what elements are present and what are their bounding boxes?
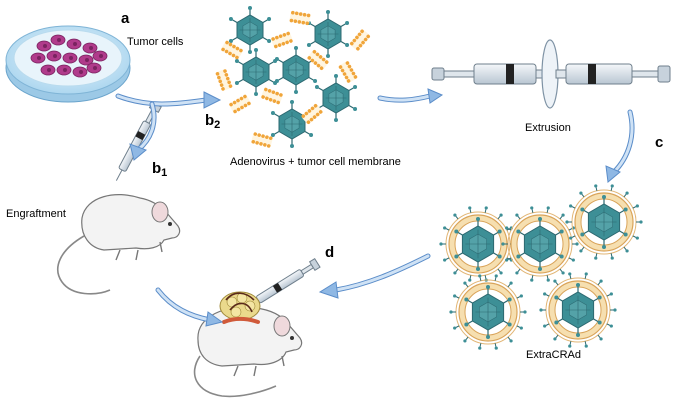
adenovirus-core	[464, 285, 512, 339]
extracrad-particle	[449, 274, 527, 350]
petri-dish	[5, 25, 131, 103]
extrusion-apparatus	[431, 39, 671, 109]
adenovirus-membrane-label: Adenovirus + tumor cell membrane	[230, 156, 401, 168]
tumor-cell-cluster	[30, 34, 108, 78]
adenovirus-particle	[234, 48, 278, 96]
engraftment-label: Engraftment	[6, 208, 66, 220]
adenovirus-particle	[274, 46, 318, 94]
membrane-fragment	[251, 132, 273, 148]
tumor-cells-label: Tumor cells	[127, 36, 184, 48]
adenovirus-particle	[270, 100, 314, 148]
membrane-fragment	[289, 10, 311, 26]
extrusion-label: Extrusion	[525, 122, 571, 134]
adenovirus-particle	[228, 6, 272, 54]
arrow-extracrad-to-mouse	[318, 253, 431, 299]
tumor-mass	[219, 291, 261, 324]
tumor-cell	[72, 66, 88, 78]
left-syringe	[431, 63, 547, 85]
tumor-cell	[82, 42, 98, 54]
membrane-fragment	[349, 29, 371, 51]
tumor-cell	[62, 52, 78, 64]
adenovirus-core	[554, 283, 602, 337]
extracrad-particle	[501, 206, 579, 282]
arrow-mouse-to-mouse	[155, 287, 224, 327]
membrane-fragment	[261, 87, 283, 105]
tumor-cell	[40, 64, 56, 76]
mouse-engraftment	[57, 194, 181, 295]
step-label-d: d	[325, 244, 335, 261]
extracrad-particle	[565, 184, 643, 260]
adenovirus-core	[580, 195, 628, 249]
tumor-cell	[36, 40, 52, 52]
step-label-b1: b1	[152, 160, 168, 179]
membrane-fragment	[338, 61, 358, 83]
step-label-a: a	[121, 10, 130, 27]
adenovirus-particle	[314, 74, 358, 122]
right-syringe	[555, 63, 671, 85]
membrane-fragment	[215, 69, 233, 91]
tumor-cell	[46, 50, 62, 62]
tumor-cell	[86, 62, 102, 74]
membrane-fragment	[229, 94, 251, 114]
step-label-b2: b2	[205, 112, 221, 131]
tumor-cell	[78, 54, 94, 66]
extracrad-particle	[539, 272, 617, 348]
membrane-fragment	[271, 31, 293, 49]
arrow-a-to-b2	[115, 91, 222, 109]
adenovirus-core	[516, 217, 564, 271]
tumor-cell	[66, 38, 82, 50]
adenovirus-core	[454, 217, 502, 271]
arrow-extrusion-to-extracrad	[605, 109, 635, 183]
tumor-cell	[30, 52, 46, 64]
tumor-cell	[50, 34, 66, 46]
arrow-a-to-b1	[129, 101, 157, 161]
extracrad-particles	[439, 184, 643, 350]
membrane-fragment	[307, 49, 329, 71]
membrane-fragment	[221, 40, 243, 60]
membrane-fragment	[301, 103, 323, 125]
adenovirus-membrane-cluster	[215, 6, 371, 148]
step-label-c: c	[655, 134, 664, 151]
arrow-b2-to-extrusion	[377, 88, 444, 104]
tumor-cell	[56, 64, 72, 76]
extracrad-particle	[439, 206, 517, 282]
tumor-cell	[92, 50, 108, 62]
extracrad-label: ExtraCRAd	[526, 349, 582, 361]
